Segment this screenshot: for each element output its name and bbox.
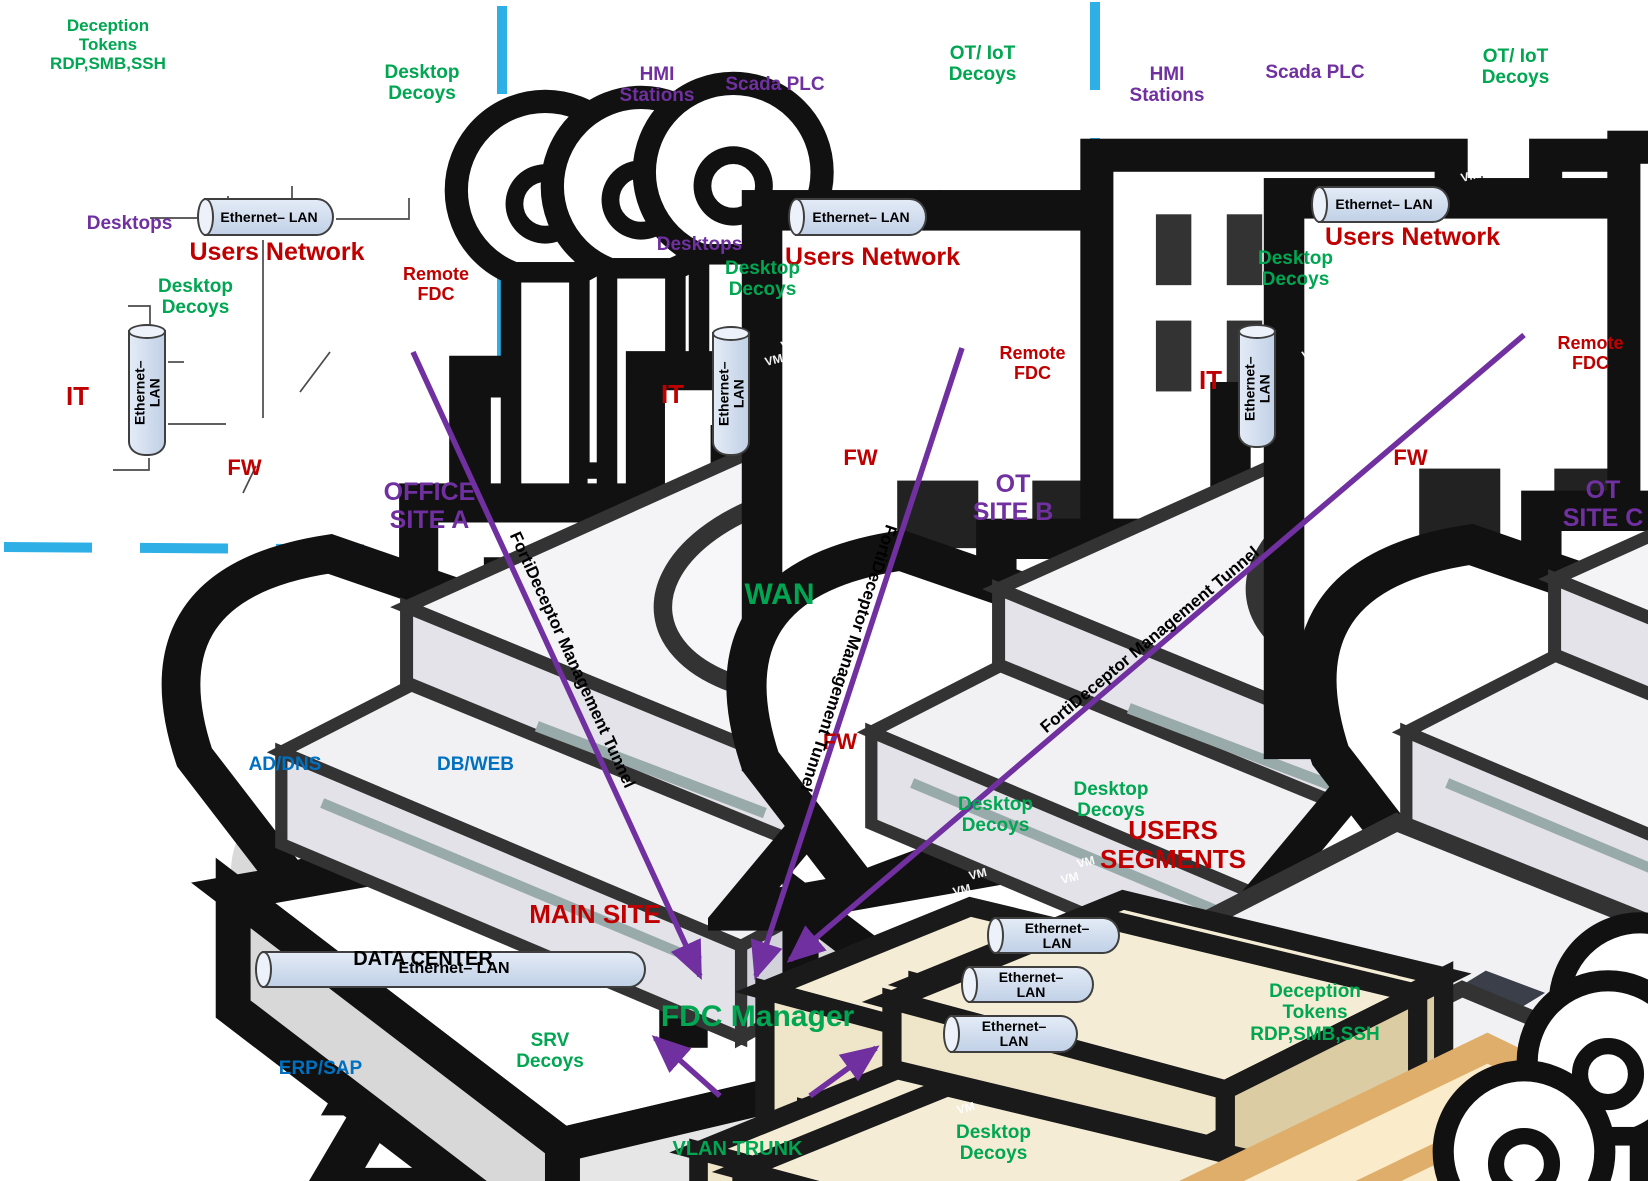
vm-decoy-icon-a-it: VM <box>185 359 1337 1181</box>
remote-fdc-label-b: Remote FDC <box>999 343 1066 384</box>
vm-decoy-icon-srv: VM VM <box>501 963 1648 1181</box>
svg-text:VM: VM <box>1075 853 1096 871</box>
svg-text:VM: VM <box>501 987 522 1005</box>
lan-segment-users-1: Ethernet– LAN <box>987 917 1120 954</box>
desktop-decoys-label-seg2: Desktop Decoys <box>1073 779 1149 822</box>
deception-tokens-label-a: Deception Tokens RDP,SMB,SSH <box>50 16 166 74</box>
desktops-label-b: Desktops <box>656 234 743 255</box>
svg-text:VM: VM <box>1059 869 1080 887</box>
svg-text:VM: VM <box>951 881 972 899</box>
vm-decoy-icon-b-it: VM VM <box>763 335 1648 1181</box>
it-label-c: IT <box>1198 365 1223 395</box>
lan-segment-site-a: Ethernet– LAN <box>197 198 334 236</box>
ot-iot-decoys-label-b: OT/ IoT Decoys <box>948 43 1017 86</box>
users-network-label-a: Users Network <box>189 238 365 266</box>
srv-decoys-label: SRV Decoys <box>516 1030 584 1073</box>
svg-text:VM: VM <box>415 167 436 185</box>
remote-fdc-label-a: Remote FDC <box>402 264 469 305</box>
main-site-title: MAIN SITE <box>529 899 661 929</box>
vm-decoy-icon-b-top: VM VM <box>915 143 1648 1175</box>
svg-text:VM: VM <box>933 143 954 161</box>
svg-text:VM: VM <box>1477 149 1498 167</box>
desktop-decoys-label-b: Desktop Decoys <box>725 258 800 301</box>
svg-text:VM: VM <box>763 351 784 369</box>
site-c-title: OT SITE C <box>1562 476 1644 532</box>
svg-text:VM: VM <box>397 185 418 203</box>
desktop-decoys-label-c: Desktop Decoys <box>1258 248 1333 291</box>
fw-label-b: FW <box>843 445 878 470</box>
fw-label-a: FW <box>227 455 262 480</box>
lan-segment-site-b: Ethernet– LAN <box>788 198 927 236</box>
desktop-decoys-label-a-top: Desktop Decoys <box>384 62 460 105</box>
users-network-label-b: Users Network <box>784 243 961 271</box>
lan-segment-users-2: Ethernet– LAN <box>961 966 1094 1003</box>
scada-plc-label-c: Scada PLC <box>1265 62 1365 83</box>
lan-segment-site-c-it: Ethernet– LAN <box>1238 324 1276 448</box>
users-segments-title: USERS SEGMENTS <box>1100 815 1246 875</box>
vm-decoy-icon-seg2: VM VM <box>1059 853 1648 1181</box>
it-label-b: IT <box>660 379 685 409</box>
ad-dns-label: AD/DNS <box>248 754 322 775</box>
it-label-a: IT <box>65 381 90 411</box>
lan-segment-site-c: Ethernet– LAN <box>1311 186 1450 223</box>
ot-iot-decoys-label-c: OT/ IoT Decoys <box>1481 46 1550 89</box>
vm-decoy-icon-seg3: VM <box>955 1099 1648 1181</box>
fw-label-c: FW <box>1393 445 1428 470</box>
fdc-manager-label: FDC Manager <box>660 1000 855 1033</box>
vm-decoy-icon-c-top: VM VM <box>1459 149 1498 185</box>
svg-text:VM: VM <box>185 359 206 377</box>
lan-segment-main-site: Ethernet– LAN <box>255 951 646 988</box>
site-a-title: OFFICE SITE A <box>383 478 476 534</box>
svg-text:VM: VM <box>955 1099 976 1117</box>
remote-fdc-label-c: Remote FDC <box>1557 333 1624 374</box>
data-center-label: DATA CENTER <box>353 948 493 970</box>
svg-text:VM: VM <box>779 335 800 353</box>
fdc-management-tunnels <box>410 332 1526 1099</box>
lan-segment-site-b-it: Ethernet– LAN <box>712 326 750 456</box>
hmi-stations-label-c: HMI Stations <box>1129 64 1205 107</box>
svg-text:VM: VM <box>1300 345 1321 363</box>
hmi-stations-label-b: HMI Stations <box>619 64 695 107</box>
svg-text:VM: VM <box>915 161 936 179</box>
desktop-decoys-label-seg3: Desktop Decoys <box>956 1122 1031 1165</box>
fw-label-wan: FW <box>822 729 858 754</box>
desktop-decoys-label-a-it: Desktop Decoys <box>158 276 233 319</box>
vm-decoy-icon-c-it: VM VM <box>1300 329 1648 1181</box>
users-network-label-c: Users Network <box>1324 223 1501 251</box>
svg-text:VM: VM <box>1459 167 1480 185</box>
desktops-label-a: Desktops <box>86 213 173 234</box>
vm-decoy-icon-a-top: VM VM <box>397 167 1648 1181</box>
scada-plc-label-b: Scada PLC <box>725 74 825 95</box>
erp-sap-label: ERP/SAP <box>278 1058 363 1079</box>
vm-decoy-icon-seg1: VM VM <box>951 865 1648 1181</box>
svg-text:VM: VM <box>967 865 988 883</box>
wan-label: WAN <box>744 578 815 611</box>
lan-segment-site-a-it: Ethernet– LAN <box>128 324 166 456</box>
desktop-decoys-label-seg1: Desktop Decoys <box>958 794 1033 837</box>
vlan-trunk-label: VLAN TRUNK <box>672 1138 803 1160</box>
svg-text:VM: VM <box>531 997 552 1015</box>
site-b-title: OT SITE B <box>972 470 1054 526</box>
db-web-label: DB/WEB <box>436 754 515 775</box>
svg-text:VM: VM <box>1316 329 1337 347</box>
deception-tokens-label-seg: Deception Tokens RDP,SMB,SSH <box>1250 981 1380 1045</box>
lan-segment-users-3: Ethernet– LAN <box>943 1015 1078 1053</box>
